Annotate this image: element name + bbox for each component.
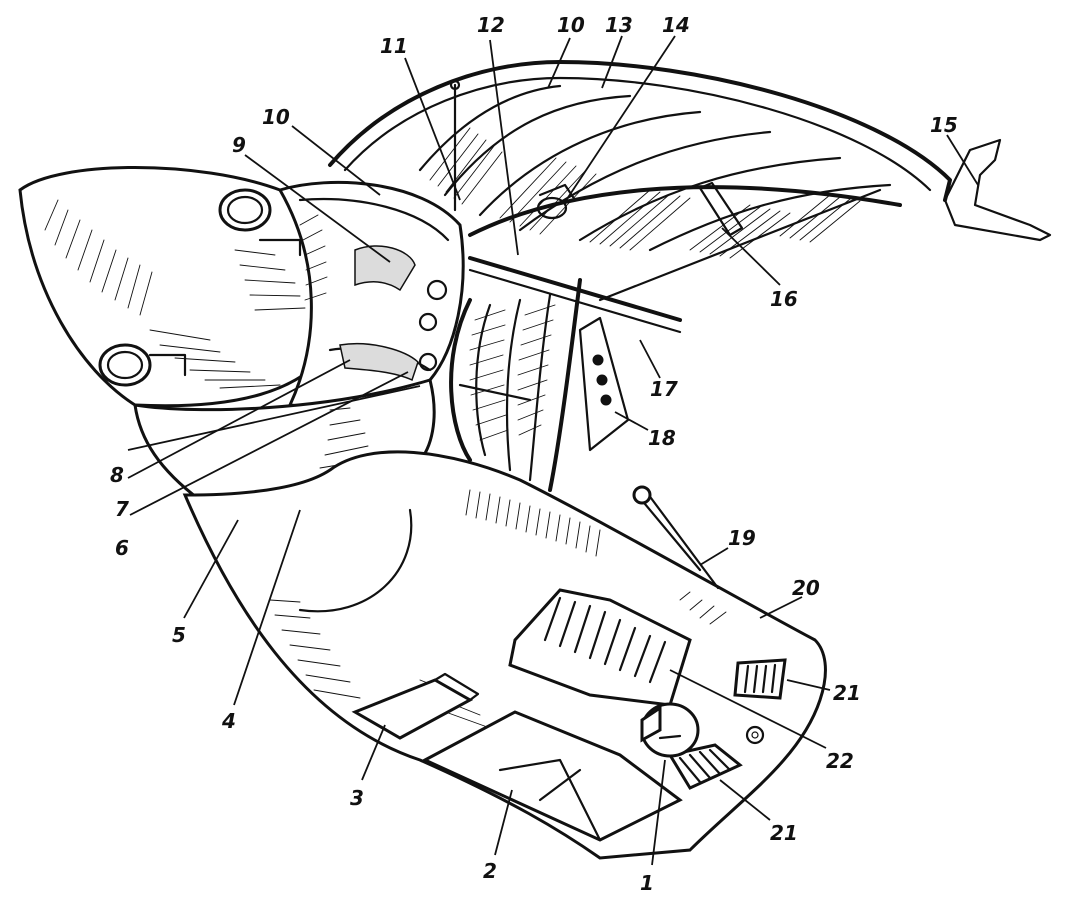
callout-4: 4 — [221, 709, 236, 733]
lower-ring-frame — [449, 278, 630, 492]
callout-9: 9 — [232, 133, 246, 157]
callout-3: 3 — [350, 786, 364, 810]
callout-6: 6 — [115, 536, 129, 560]
callout-17: 17 — [650, 377, 678, 401]
callout-16: 16 — [770, 287, 798, 311]
callout-21-lower: 21 — [770, 821, 798, 845]
callout-15: 15 — [930, 113, 958, 137]
callout-18: 18 — [648, 426, 676, 450]
callout-21-upper: 21 — [833, 681, 861, 705]
louver-grille — [508, 588, 692, 707]
callout-7: 7 — [115, 497, 129, 521]
callout-20: 20 — [792, 576, 820, 600]
callout-12: 12 — [477, 13, 505, 37]
intermediate-ring — [277, 180, 465, 408]
callout-22: 22 — [826, 749, 854, 773]
callout-14: 14 — [662, 13, 690, 37]
callout-1: 1 — [640, 871, 654, 895]
callout-labels: 1 2 3 4 5 6 7 8 9 10 10 11 12 13 14 15 1… — [110, 13, 958, 895]
callout-19: 19 — [728, 526, 756, 550]
callout-10-top: 10 — [557, 13, 585, 37]
leader-lines — [127, 35, 979, 866]
callout-13: 13 — [605, 13, 633, 37]
lower-cowl-panel — [182, 450, 827, 860]
callout-8: 8 — [110, 463, 124, 487]
callout-10-left: 10 — [262, 105, 290, 129]
callout-5: 5 — [172, 623, 186, 647]
callout-2: 2 — [483, 859, 497, 883]
callout-11: 11 — [380, 34, 408, 58]
